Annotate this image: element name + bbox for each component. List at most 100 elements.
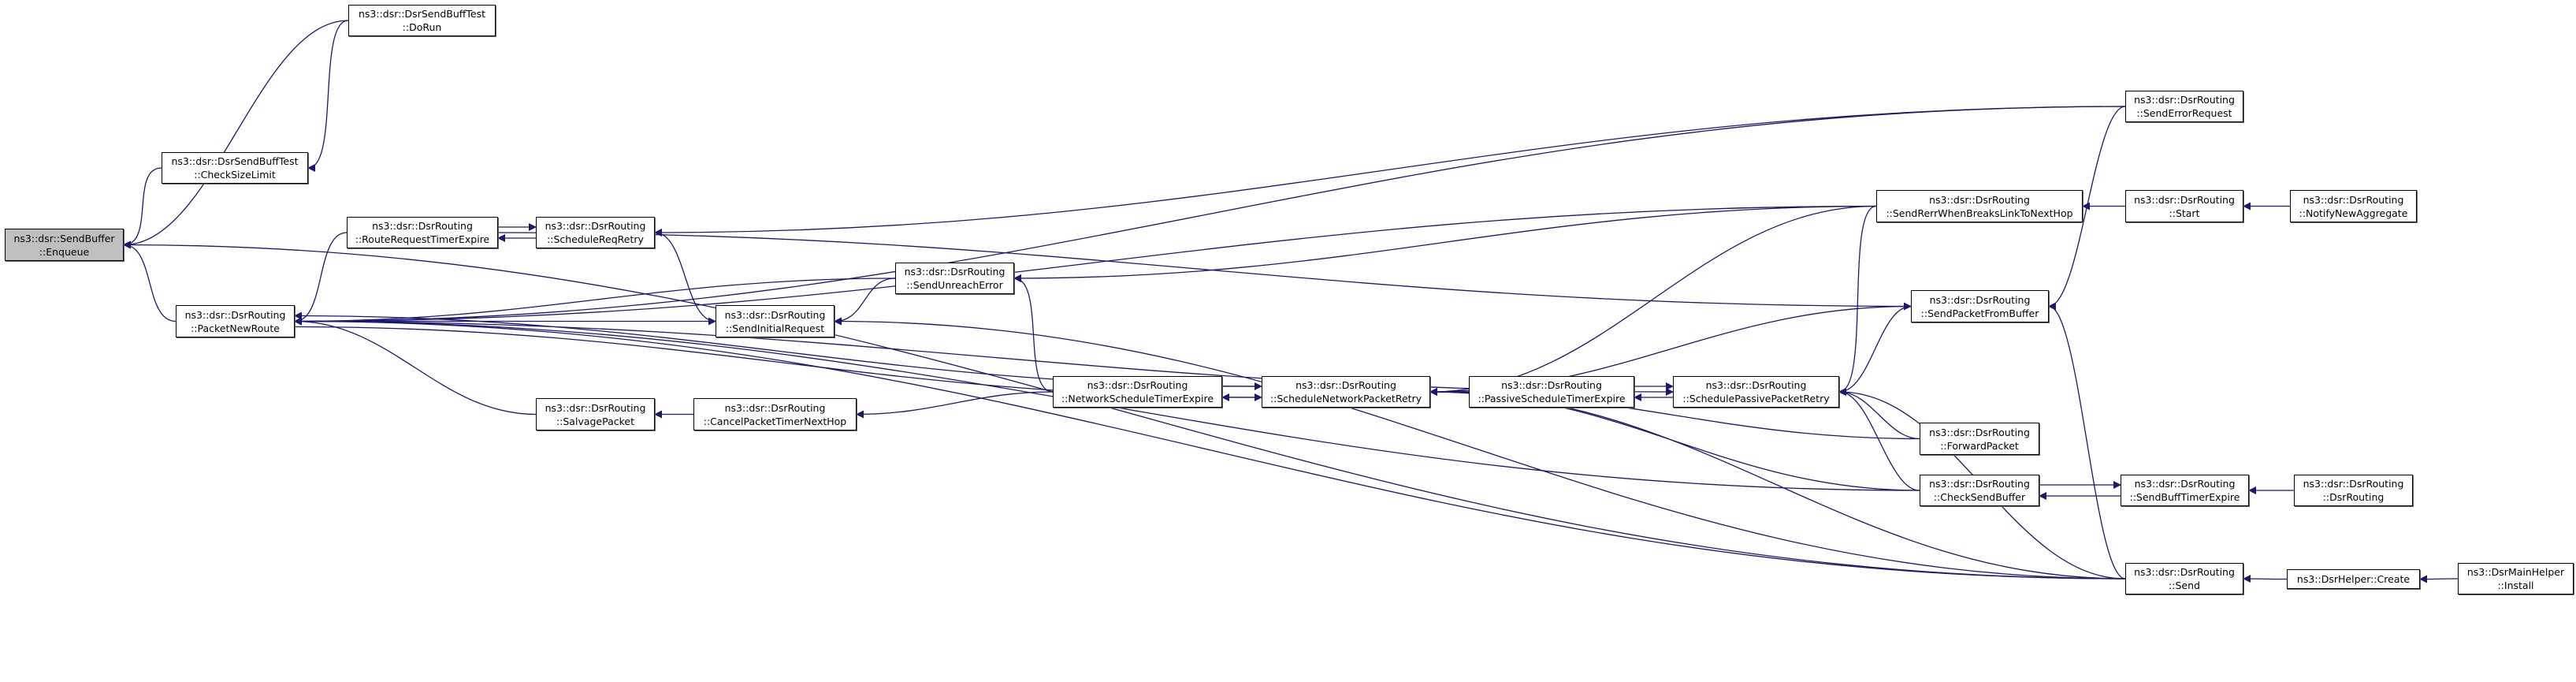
edge-salvagepacket-to-packetnewroute [294,317,537,416]
node-label: ::RouteRequestTimerExpire [355,233,490,245]
node-enqueue[interactable]: ns3::dsr::SendBuffer::Enqueue [5,229,124,261]
node-passivescheduletimerexpire[interactable]: ns3::dsr::DsrRouting::PassiveScheduleTim… [1469,376,1634,408]
edge-send-to-sendpacketfrombuffer [2048,302,2126,580]
node-label: ::Send [2169,580,2200,591]
node-label: ns3::dsr::DsrRouting [1929,478,2030,490]
edge-dsrhelpercreate-to-send [2243,575,2288,583]
node-label: ns3::dsr::DsrRouting [1929,193,2030,206]
node-label: ::SendErrorRequest [2136,107,2232,119]
node-label: ns3::dsr::DsrRouting [1929,293,2031,306]
node-label: ns3::DsrHelper::Create [2296,573,2411,585]
node-label: ns3::dsr::DsrRouting [904,266,1005,278]
node-label: ns3::dsr::DsrSendBuffTest [358,8,486,20]
node-notifynewaggregate[interactable]: ns3::dsr::DsrRouting::NotifyNewAggregate [2290,190,2417,222]
edge-forwardpacket-to-schedulepassivepacketretry [1838,388,1920,440]
edge-senderrorrequest-to-packetnewroute [294,106,2126,326]
node-label: ns3::dsr::DsrRouting [372,220,473,232]
node-sendinitialrequest[interactable]: ns3::dsr::DsrRouting::SendInitialRequest [716,305,835,337]
edge-sendinitialrequest-to-schedulereqretry [654,229,716,322]
node-start[interactable]: ns3::dsr::DsrRouting::Start [2125,190,2243,222]
edge-senderrorrequest-to-sendpacketfrombuffer [2048,106,2126,311]
node-label: ns3::dsr::DsrRouting [1705,379,1807,391]
edge-dorun-to-checksizelimit [307,20,349,172]
node-label: ::PassiveScheduleTimerExpire [1478,393,1626,404]
node-label: ns3::dsr::DsrRouting [2134,566,2235,578]
node-checksendbuffer[interactable]: ns3::dsr::DsrRouting::CheckSendBuffer [1920,475,2039,506]
node-label: ns3::dsr::DsrRouting [2134,193,2235,206]
node-send[interactable]: ns3::dsr::DsrRouting::Send [2125,563,2243,594]
edge-checksendbuffer-to-schedulepassivepacketretry [1838,388,1920,491]
node-schedulereqretry[interactable]: ns3::dsr::DsrRouting::ScheduleReqRetry [536,217,655,248]
node-label: ::SendPacketFromBuffer [1920,307,2039,319]
node-label: ::SalvagePacket [556,415,635,427]
node-packetnewroute[interactable]: ns3::dsr::DsrRouting::PacketNewRoute [176,305,295,337]
node-label: ns3::dsr::DsrRouting [545,401,646,414]
node-label: ns3::dsr::SendBuffer [13,232,115,244]
edge-sendpacketfrombuffer-to-schedulepassivepacketretry [1838,305,1912,396]
node-label: ns3::dsr::DsrRouting [724,401,826,414]
node-label: ns3::dsr::DsrRouting [1087,379,1188,391]
node-dorun[interactable]: ns3::dsr::DsrSendBuffTest::DoRun [348,5,496,36]
edge-sendunreacherror-to-packetnewroute [294,278,896,326]
edge-install-to-dsrhelpercreate [2419,575,2459,583]
edge-sendrerrwhenbreakslinktonexthop-to-schedulenetworkpacketretry [1429,205,1877,396]
edge-sendrerrwhenbreakslinktonexthop-to-schedulepassivepacketretry [1838,205,1877,396]
node-label: ::Enqueue [39,245,90,258]
node-sendpacketfrombuffer[interactable]: ns3::dsr::DsrRouting::SendPacketFromBuff… [1911,290,2049,322]
node-label: ::DoRun [402,21,442,33]
node-label: ::ForwardPacket [1940,439,2019,452]
node-label: ns3::dsr::DsrRouting [545,220,646,232]
edge-sendunreacherror-to-sendinitialrequest [834,278,896,326]
node-routerequesttimerexpire[interactable]: ns3::dsr::DsrRouting::RouteRequestTimerE… [347,217,498,248]
edge-send-to-enqueue [123,240,2126,580]
node-senderrorrequest[interactable]: ns3::dsr::DsrRouting::SendErrorRequest [2125,91,2243,122]
node-label: ::ScheduleNetworkPacketRetry [1269,393,1422,404]
node-dsrrouting[interactable]: ns3::dsr::DsrRouting::DsrRouting [2294,475,2413,506]
node-label: ns3::dsr::DsrRouting [2303,478,2404,490]
node-forwardpacket[interactable]: ns3::dsr::DsrRouting::ForwardPacket [1920,423,2039,455]
node-label: ::Start [2169,207,2200,219]
node-label: ::SchedulePassivePacketRetry [1682,393,1830,404]
edge-networkscheduletimerexpire-to-cancelpackettimernexthop [856,391,1054,419]
node-sendrerrwhenbreakslinktonexthop[interactable]: ns3::dsr::DsrRouting::SendRerrWhenBreaks… [1876,190,2083,222]
edge-packetnewroute-to-schedulepassivepacketretry [294,320,1674,396]
node-label: ns3::dsr::DsrRouting [724,308,826,321]
node-label: ::CheckSendBuffer [1933,491,2026,503]
node-schedulenetworkpacketretry[interactable]: ns3::dsr::DsrRouting::ScheduleNetworkPac… [1262,376,1430,408]
node-label: ns3::dsr::DsrSendBuffTest [171,155,299,167]
node-checksizelimit[interactable]: ns3::dsr::DsrSendBuffTest::CheckSizeLimi… [162,152,308,184]
node-label: ::SendBuffTimerExpire [2129,491,2240,503]
node-label: ::Install [2497,580,2534,591]
node-label: ns3::dsr::DsrRouting [2303,193,2404,206]
node-networkscheduletimerexpire[interactable]: ns3::dsr::DsrRouting::NetworkScheduleTim… [1053,376,1222,408]
edge-senderrorrequest-to-schedulereqretry [654,106,2126,237]
node-label: ns3::dsr::DsrRouting [2134,478,2236,490]
edge-dorun-to-enqueue [123,20,349,249]
node-sendunreacherror[interactable]: ns3::dsr::DsrRouting::SendUnreachError [895,263,1014,294]
edge-routerequesttimerexpire-to-packetnewroute [294,232,348,326]
edge-checksizelimit-to-enqueue [123,167,162,249]
node-install[interactable]: ns3::DsrMainHelper::Install [2458,563,2574,594]
node-label: ::CancelPacketTimerNextHop [703,415,847,427]
edge-packetnewroute-to-enqueue [123,240,177,322]
node-dsrhelpercreate[interactable]: ns3::DsrHelper::Create [2287,569,2420,589]
node-label: ::NotifyNewAggregate [2299,207,2408,219]
node-label: ::SendUnreachError [906,279,1003,291]
node-label: ns3::dsr::DsrRouting [184,308,286,321]
edge-routerequesttimerexpire-to-sendpacketfrombuffer [497,232,1912,311]
node-label: ::SendInitialRequest [725,322,825,334]
node-label: ns3::dsr::DsrRouting [2134,94,2235,106]
node-sendbufftimerexpire[interactable]: ns3::dsr::DsrRouting::SendBuffTimerExpir… [2121,475,2249,506]
edge-send-to-packetnewroute [294,317,2126,580]
node-label: ns3::dsr::DsrRouting [1929,426,2030,438]
node-schedulepassivepacketretry[interactable]: ns3::dsr::DsrRouting::SchedulePassivePac… [1673,376,1839,408]
node-salvagepacket[interactable]: ns3::dsr::DsrRouting::SalvagePacket [536,398,655,430]
edge-sendrerrwhenbreakslinktonexthop-to-sendunreacherror [1013,205,1877,282]
edge-sendrerrwhenbreakslinktonexthop-to-packetnewroute [294,205,1877,326]
node-label: ::ScheduleReqRetry [547,233,644,245]
node-label: ::PacketNewRoute [191,322,280,334]
node-label: ::NetworkScheduleTimerExpire [1061,393,1214,404]
node-label: ::SendRerrWhenBreaksLinkToNextHop [1886,207,2073,219]
node-cancelpackettimernexthop[interactable]: ns3::dsr::DsrRouting::CancelPacketTimerN… [693,398,857,430]
